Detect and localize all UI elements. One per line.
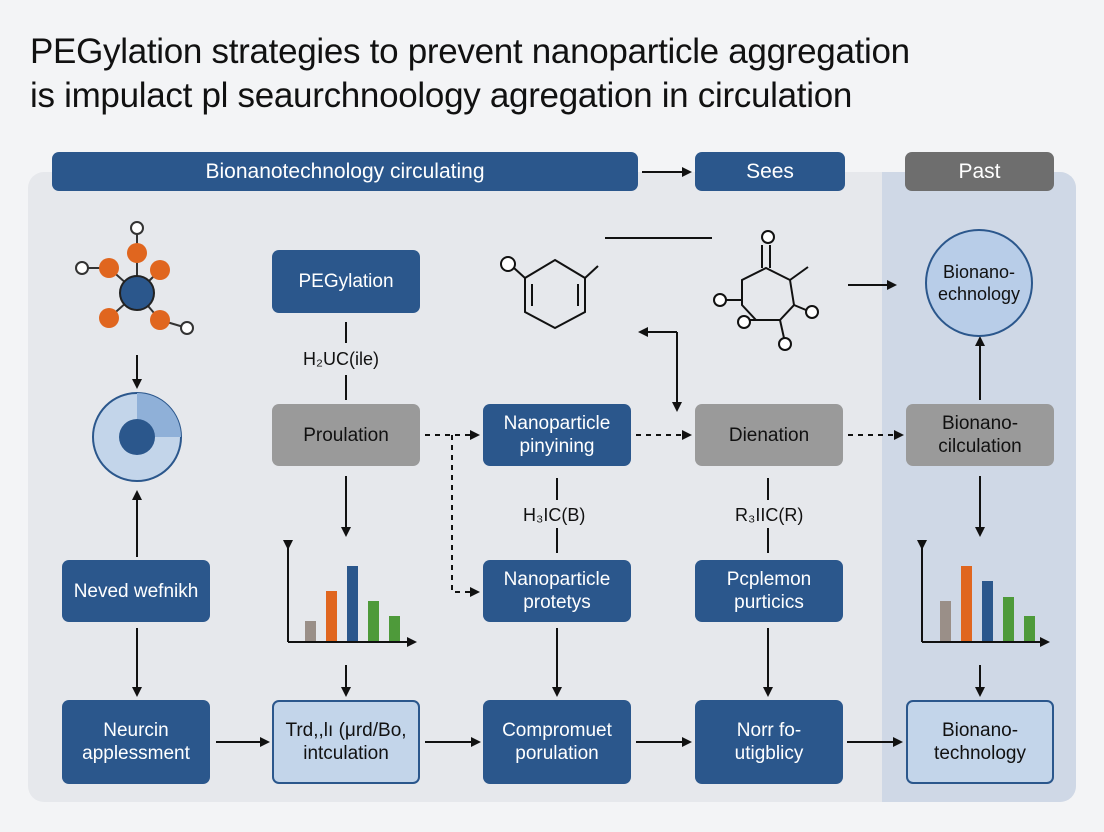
node-pcplemon-purticics: Pcplemon purticics [695, 560, 843, 622]
bar [961, 566, 972, 641]
node-compromuet-porulation: Compromuet porulation [483, 700, 631, 784]
bar-chart-2-axes [917, 540, 1050, 647]
bar-chart-2 [940, 566, 1035, 641]
bar [940, 601, 951, 641]
bar [1003, 597, 1014, 641]
node-neved-wefnikh: Neved wefnikh [62, 560, 210, 622]
title-line-2: is impulact pl seaurchnoology agregation… [30, 76, 853, 115]
node-trd-intculation: Trd,,lı (μrd/Bo, intculation [272, 700, 420, 784]
node-dienation: Dienation [695, 404, 843, 466]
node-pegylation: PEGylation [272, 250, 420, 313]
node-bionano-echnology: Bionano- echnology [925, 229, 1033, 337]
page-title: PEGylation strategies to prevent nanopar… [30, 30, 1090, 118]
bar [368, 601, 379, 641]
node-proulation: Proulation [272, 404, 420, 466]
header-sees: Sees [695, 152, 845, 191]
bar-chart-1 [305, 566, 400, 641]
bar [305, 621, 316, 641]
label-h2uc: H₂UC(ile) [303, 349, 379, 369]
node-nanoparticle-protetys: Nanoparticle protetys [483, 560, 631, 622]
donut-icon [92, 392, 182, 482]
molecule-icon [75, 221, 194, 335]
ring-molecule-icon [713, 230, 819, 351]
node-norr-utigblicy: Norr fo- utigblicy [695, 700, 843, 784]
bar [1024, 616, 1035, 641]
node-bionano-technology: Bionano- technology [906, 700, 1054, 784]
hexagon-molecule-icon [500, 256, 599, 330]
header-bionanotechnology: Bionanotechnology circulating [52, 152, 638, 191]
dashed-arrow-branch [451, 435, 480, 597]
node-neurcin-applessment: Neurcin applessment [62, 700, 210, 784]
label-r3ic: R₃IIC(R) [735, 505, 804, 525]
bar-chart-1-axes [283, 540, 417, 647]
header-past: Past [905, 152, 1054, 191]
node-bionano-circulation: Bionano- cilculation [906, 404, 1054, 466]
bar [982, 581, 993, 641]
bar [326, 591, 337, 641]
bar [389, 616, 400, 641]
bar [347, 566, 358, 641]
title-line-1: PEGylation strategies to prevent nanopar… [30, 32, 910, 71]
node-nanoparticle-pinyining: Nanoparticle pinyining [483, 404, 631, 466]
label-h3ic: H₃IC(B) [523, 505, 586, 525]
